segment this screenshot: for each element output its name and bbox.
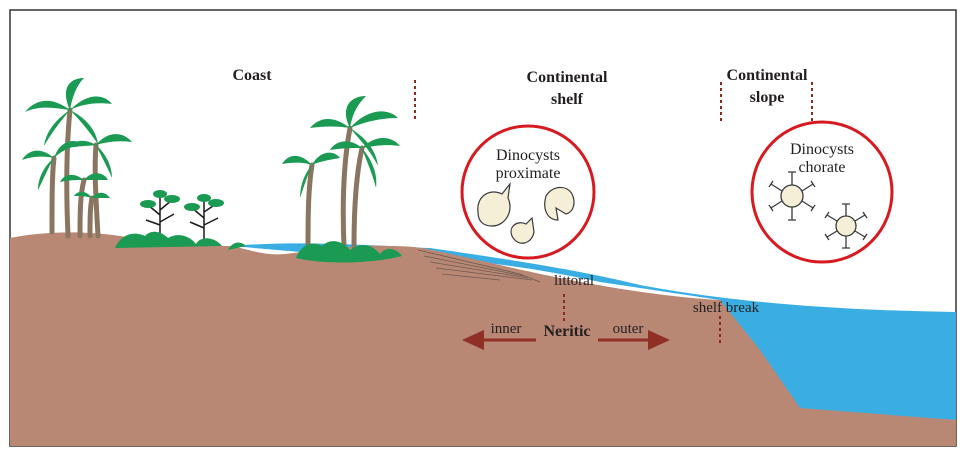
label-coast: Coast (232, 67, 272, 84)
label-shelf-break: shelf break (693, 300, 760, 316)
proximate-title-1: Dinocysts (496, 147, 560, 164)
label-inner: inner (491, 321, 522, 337)
proximate-title-2: proximate (496, 165, 561, 182)
label-continental-shelf-2: shelf (551, 91, 584, 108)
label-continental-shelf-1: Continental (527, 69, 608, 86)
circle-dinocysts-chorate: Dinocysts chorate (752, 122, 892, 262)
chorate-title-2: chorate (798, 159, 845, 176)
label-outer: outer (613, 321, 644, 337)
label-littoral: littoral (554, 273, 594, 289)
label-neritic: Neritic (543, 323, 590, 340)
circle-dinocysts-proximate: Dinocysts proximate (462, 126, 594, 258)
label-continental-slope-1: Continental (727, 67, 808, 84)
label-continental-slope-2: slope (750, 89, 785, 106)
chorate-title-1: Dinocysts (790, 141, 854, 158)
